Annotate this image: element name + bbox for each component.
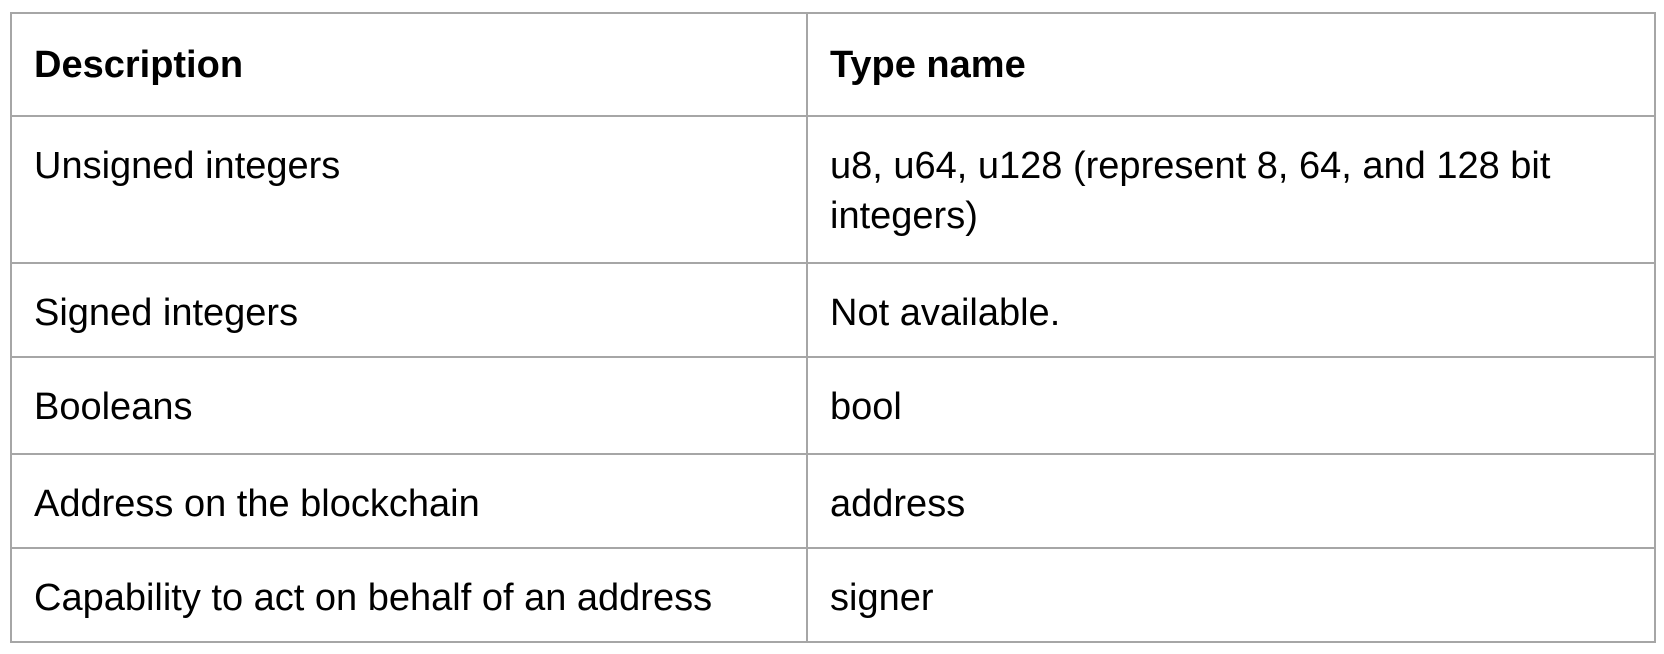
cell-description: Unsigned integers (10, 115, 808, 264)
cell-type-name: Not available. (806, 262, 1656, 358)
cell-type-name: bool (806, 356, 1656, 455)
cell-type-name: address (806, 453, 1656, 549)
cell-description: Signed integers (10, 262, 808, 358)
cell-description: Capability to act on behalf of an addres… (10, 547, 808, 643)
column-header-type-name: Type name (806, 12, 1656, 117)
cell-description: Booleans (10, 356, 808, 455)
table-row: Signed integers Not available. (10, 262, 1656, 358)
table-header-row: Description Type name (10, 12, 1656, 117)
table-row: Booleans bool (10, 356, 1656, 455)
cell-type-name: u8, u64, u128 (represent 8, 64, and 128 … (806, 115, 1656, 264)
column-header-description: Description (10, 12, 808, 117)
table-row: Unsigned integers u8, u64, u128 (represe… (10, 115, 1656, 264)
table-row: Capability to act on behalf of an addres… (10, 547, 1656, 643)
table-row: Address on the blockchain address (10, 453, 1656, 549)
primitive-types-table: Description Type name Unsigned integers … (10, 12, 1656, 643)
cell-description: Address on the blockchain (10, 453, 808, 549)
cell-type-name: signer (806, 547, 1656, 643)
